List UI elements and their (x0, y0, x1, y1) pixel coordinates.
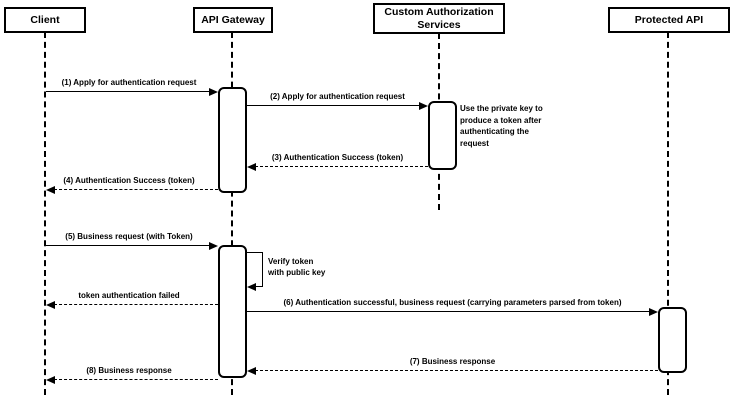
participant-api-gateway: API Gateway (193, 7, 273, 33)
participant-protected-api-label: Protected API (634, 13, 704, 26)
arrowhead-icon (46, 376, 55, 384)
lifeline-protected-api (667, 32, 669, 395)
arrowhead-icon (46, 186, 55, 194)
self-message-bottom-line (255, 286, 263, 287)
arrowhead-icon (209, 88, 218, 96)
participant-custom-authorization-services: Custom Authorization Services (373, 3, 505, 34)
activation-custom-authorization-services (428, 101, 457, 170)
participant-client: Client (4, 7, 86, 33)
activation-api-gateway-business (218, 245, 247, 378)
arrowhead-icon (247, 283, 256, 291)
arrowhead-icon (209, 242, 218, 250)
self-message-top-line (247, 252, 263, 253)
participant-protected-api: Protected API (608, 7, 730, 33)
message-4-line (54, 189, 218, 190)
activation-protected-api (658, 307, 687, 373)
message-2-line (247, 105, 420, 106)
message-8-line (54, 379, 218, 380)
message-4-label: (4) Authentication Success (token) (63, 176, 195, 185)
message-8-label: (8) Business response (86, 366, 172, 375)
message-token-failed-label: token authentication failed (78, 291, 180, 300)
arrowhead-icon (419, 102, 428, 110)
activation-api-gateway-auth (218, 87, 247, 193)
self-message-vertical-line (261, 252, 263, 287)
message-3-line (255, 166, 428, 167)
participant-client-label: Client (30, 13, 60, 26)
participant-api-gateway-label: API Gateway (201, 13, 265, 26)
message-6-line (247, 311, 650, 312)
message-5-label: (5) Business request (with Token) (65, 232, 193, 241)
message-1-line (46, 91, 210, 92)
message-3-label: (3) Authentication Success (token) (271, 153, 404, 162)
message-6-label: (6) Authentication successful, business … (283, 298, 622, 307)
participant-custom-authorization-services-label: Custom Authorization Services (384, 6, 494, 31)
arrowhead-icon (247, 367, 256, 375)
lifeline-api-gateway (231, 32, 233, 395)
arrowhead-icon (247, 163, 256, 171)
note-private-key: Use the private key to produce a token a… (460, 104, 543, 148)
lifeline-client (44, 32, 46, 395)
message-5-line (46, 245, 210, 246)
message-7-line (255, 370, 658, 371)
arrowhead-icon (649, 308, 658, 316)
message-token-failed-line (54, 304, 218, 305)
self-message-label: Verify token with public key (268, 257, 326, 277)
message-2-label: (2) Apply for authentication request (270, 92, 405, 101)
message-7-label: (7) Business response (409, 357, 496, 366)
arrowhead-icon (46, 301, 55, 309)
message-1-label: (1) Apply for authentication request (61, 78, 197, 87)
